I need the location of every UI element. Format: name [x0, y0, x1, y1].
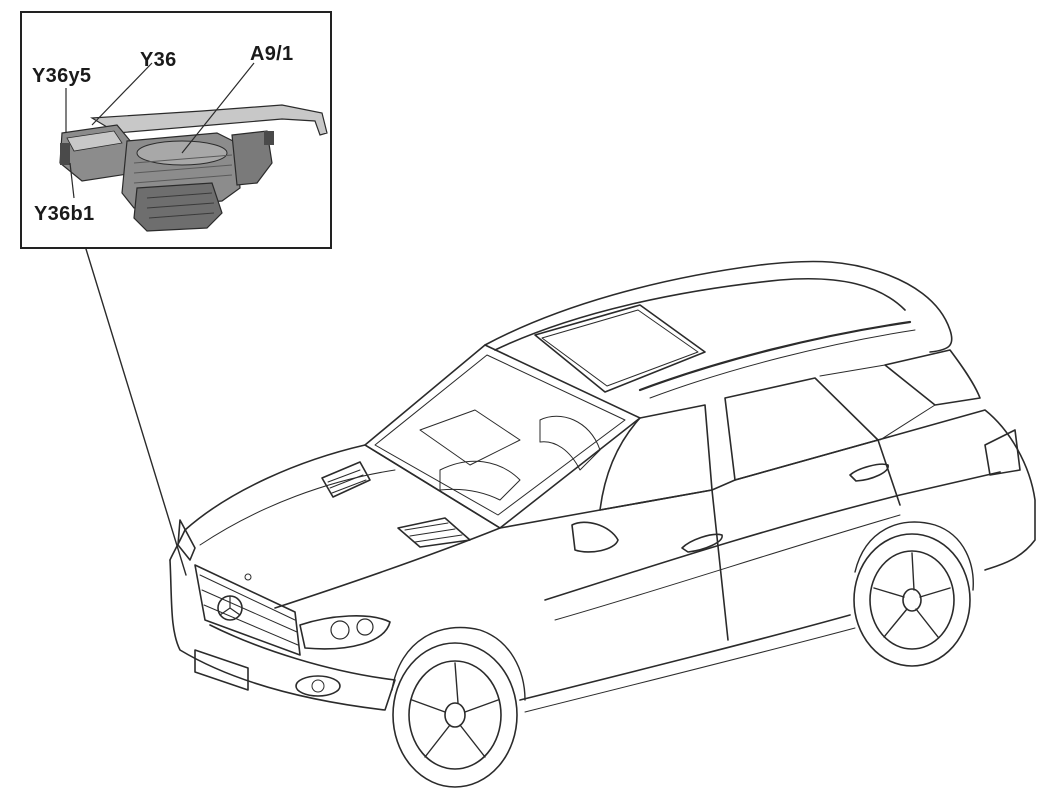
roof-outline — [484, 260, 953, 353]
leader-a9-1 — [181, 62, 255, 154]
hood-vent-right — [397, 517, 471, 548]
callout-a9-1: A9/1 — [250, 43, 294, 65]
side-mirror — [571, 521, 619, 553]
component-inset: Y36y5 Y36 A9/1 Y36b1 — [20, 11, 332, 249]
front-wheel — [391, 626, 526, 788]
tail-lamp — [984, 429, 1021, 476]
rear-side-window — [724, 377, 879, 481]
leader-line — [85, 248, 187, 576]
callout-y36: Y36 — [140, 49, 177, 71]
quarter-window — [884, 349, 981, 406]
callout-y36y5: Y36y5 — [32, 65, 92, 87]
callout-y36b1: Y36b1 — [34, 203, 95, 225]
front-bumper — [169, 559, 396, 711]
sunroof — [534, 304, 706, 393]
body-side — [499, 409, 1036, 571]
air-compressor-unit-icon — [59, 62, 328, 232]
rear-door-handle — [849, 463, 889, 482]
leader-y36b1 — [69, 162, 75, 199]
fog-lamp — [295, 675, 341, 697]
hood-vent-left — [321, 461, 371, 498]
front-door-handle — [681, 533, 723, 553]
headlight-right — [299, 615, 391, 650]
headlight-left — [177, 519, 196, 561]
windshield — [364, 344, 641, 529]
grille — [194, 564, 301, 656]
leader-y36 — [91, 62, 153, 126]
license-plate — [194, 649, 249, 691]
front-side-window — [599, 404, 713, 511]
rear-wheel — [853, 521, 974, 667]
